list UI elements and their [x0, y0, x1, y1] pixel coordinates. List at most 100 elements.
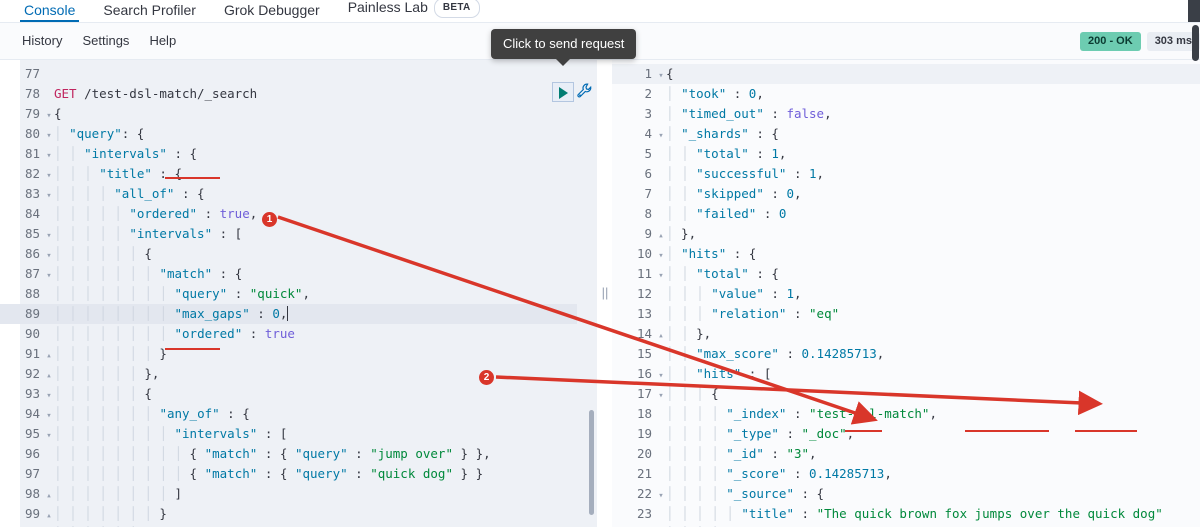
fold-toggle-icon[interactable]: ▾ [46, 151, 52, 161]
fold-toggle-icon[interactable]: ▾ [658, 271, 664, 281]
line-number: 91 [24, 346, 40, 361]
wrench-icon[interactable] [576, 82, 594, 100]
window-scrollbar-top[interactable] [1188, 0, 1200, 22]
fold-toggle-icon[interactable]: ▴ [46, 511, 52, 521]
fold-toggle-icon[interactable]: ▴ [46, 491, 52, 501]
tab-list: Console Search Profiler Grok Debugger Painl… [0, 0, 1200, 22]
line-number: 81 [24, 146, 40, 161]
request-editor-scrollbar[interactable] [589, 410, 594, 515]
line-number: 14 [636, 326, 652, 341]
fold-toggle-icon[interactable]: ▾ [46, 231, 52, 241]
response-viewer[interactable]: 1▾{2│ "took" : 0,3│ "timed_out" : false,… [612, 60, 1200, 527]
code-text: │ │ │ │ │ │ │ "any_of" : { [54, 406, 250, 421]
fold-toggle-icon[interactable]: ▾ [46, 391, 52, 401]
fold-toggle-icon[interactable]: ▾ [46, 191, 52, 201]
line-number: 96 [24, 446, 40, 461]
fold-toggle-icon[interactable]: ▾ [658, 491, 664, 501]
line-number: 4 [644, 126, 652, 141]
page-scrollbar-thumb[interactable] [1192, 25, 1199, 61]
subnav-items: History Settings Help [0, 23, 1200, 59]
code-text: │ │ │ "relation" : "eq" [666, 306, 840, 321]
code-text: │ "timed_out" : false, [666, 106, 832, 121]
line-number: 1 [644, 66, 652, 81]
fold-toggle-icon[interactable]: ▾ [46, 111, 52, 121]
fold-toggle-icon[interactable]: ▾ [658, 371, 664, 381]
code-text: │ │ │ │ │ │ { [54, 386, 152, 401]
line-number: 20 [636, 446, 652, 461]
code-text: │ │ │ │ │ │ │ │ │ { "match" : { "query" … [54, 466, 484, 481]
fold-toggle-icon[interactable]: ▾ [658, 71, 664, 81]
fold-toggle-icon[interactable]: ▾ [46, 131, 52, 141]
status-badge: 200 - OK [1080, 31, 1141, 51]
code-line: 95▾│ │ │ │ │ │ │ │ "intervals" : [ [0, 424, 577, 444]
code-text: │ │ │ │ │ "title" : "The quick brown fox… [666, 506, 1163, 521]
fold-toggle-icon[interactable]: ▾ [46, 271, 52, 281]
code-text: GET /test-dsl-match/_search [54, 86, 258, 101]
fold-toggle-icon[interactable]: ▾ [658, 391, 664, 401]
fold-toggle-icon[interactable]: ▴ [658, 231, 664, 241]
tab-grok-debugger[interactable]: Grok Debugger [210, 2, 334, 22]
code-line: 8│ │ "failed" : 0 [612, 204, 1200, 224]
fold-toggle-icon[interactable]: ▾ [46, 251, 52, 261]
code-text: │ │ │ │ │ │ }, [54, 366, 160, 381]
fold-toggle-icon[interactable]: ▾ [46, 171, 52, 181]
code-text: │ │ │ │ │ │ │ │ "max_gaps" : 0, [54, 304, 296, 324]
line-number: 10 [636, 246, 652, 261]
code-text: │ │ │ │ "_score" : 0.14285713, [666, 466, 892, 481]
code-line: 1▾{ [612, 64, 1200, 84]
code-text: │ │ "total" : { [666, 266, 779, 281]
code-text: │ "hits" : { [666, 246, 757, 261]
code-text: │ │ │ │ "_index" : "test-dsl-match", [666, 406, 937, 421]
line-number: 11 [636, 266, 652, 281]
code-line: 90│ │ │ │ │ │ │ │ "ordered" : true [0, 324, 577, 344]
line-number: 84 [24, 206, 40, 221]
tab-search-profiler[interactable]: Search Profiler [89, 2, 210, 22]
line-number: 86 [24, 246, 40, 261]
line-number: 2 [644, 86, 652, 101]
code-line: 80▾│ "query": { [0, 124, 577, 144]
code-text: │ │ "successful" : 1, [666, 166, 825, 181]
line-number: 77 [24, 66, 40, 81]
tab-label: Grok Debugger [223, 2, 320, 18]
pane-splitter[interactable]: || [601, 285, 609, 300]
tab-bar-divider [0, 22, 1200, 23]
code-text: │ │ │ │ │ "intervals" : [ [54, 226, 243, 241]
fold-toggle-icon[interactable]: ▾ [46, 411, 52, 421]
code-line: 81▾│ │ "intervals" : { [0, 144, 577, 164]
fold-toggle-icon[interactable]: ▴ [46, 371, 52, 381]
line-number: 99 [24, 506, 40, 521]
code-text: { [54, 106, 62, 121]
duration-badge: 303 ms [1146, 31, 1200, 51]
fold-toggle-icon[interactable]: ▾ [46, 431, 52, 441]
fold-toggle-icon[interactable]: ▴ [46, 351, 52, 361]
fold-toggle-icon[interactable]: ▴ [658, 331, 664, 341]
tab-label: Console [24, 2, 76, 18]
line-number: 22 [636, 486, 652, 501]
code-text: │ "_shards" : { [666, 126, 779, 141]
code-line: 13 │ │ │ "relation" : "eq" [612, 304, 1200, 324]
line-number: 5 [644, 146, 652, 161]
page-scrollbar-track[interactable] [1191, 23, 1200, 527]
fold-toggle-icon[interactable]: ▾ [658, 251, 664, 261]
code-line: 10 ▾│ "hits" : { [612, 244, 1200, 264]
code-line: 5│ │ "total" : 1, [612, 144, 1200, 164]
code-text: │ │ │ │ "_type" : "_doc", [666, 426, 855, 441]
code-text: │ │ │ │ │ │ │ } [54, 506, 167, 521]
tab-console[interactable]: Console [10, 2, 89, 22]
code-line: 92▴│ │ │ │ │ │ }, [0, 364, 577, 384]
line-number: 13 [636, 306, 652, 321]
subnav-item-help[interactable]: Help [149, 33, 177, 48]
code-text: │ │ │ │ │ │ │ │ "query" : "quick", [54, 286, 310, 301]
subnav-item-settings[interactable]: Settings [82, 33, 130, 48]
subnav-item-history[interactable]: History [22, 33, 63, 48]
send-request-button[interactable] [552, 82, 574, 102]
code-text: │ │ │ │ │ │ │ "match" : { [54, 266, 243, 281]
code-line: 16▾│ │ "hits" : [ [612, 364, 1200, 384]
code-line: 19│ │ │ │ "_type" : "_doc", [612, 424, 1200, 444]
fold-toggle-icon[interactable]: ▾ [658, 131, 664, 141]
code-text: │ │ │ │ "_id" : "3", [666, 446, 817, 461]
